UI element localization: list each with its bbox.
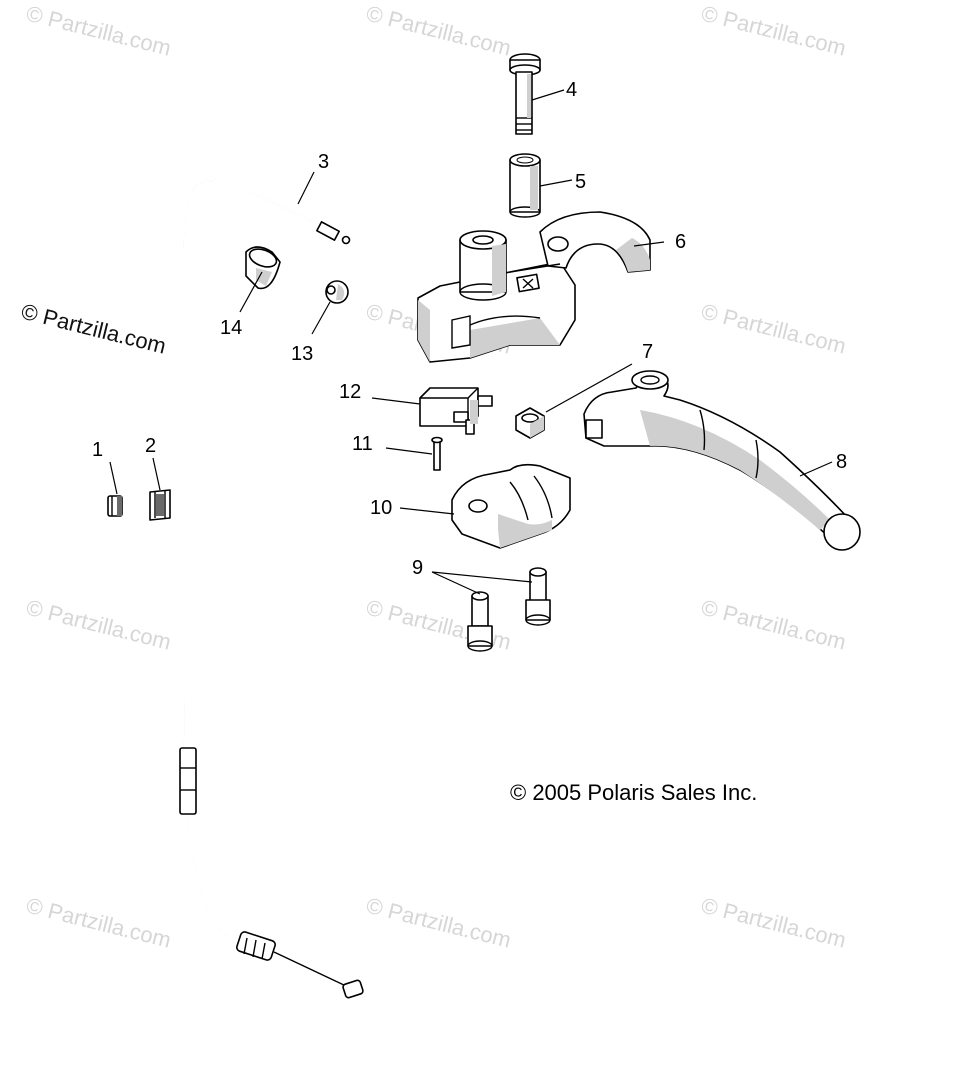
watermark: © Partzilla.com xyxy=(364,893,514,953)
watermark: © Partzilla.com xyxy=(699,1,849,61)
part-14-sleeve xyxy=(245,246,281,290)
callout-3: 3 xyxy=(318,151,329,173)
callout-13: 13 xyxy=(291,343,313,365)
part-11-screw xyxy=(431,436,443,471)
leader-lines xyxy=(109,89,833,595)
watermark: © Partzilla.com xyxy=(699,893,849,953)
watermark: © Partzilla.com xyxy=(24,893,174,953)
part-2-clip xyxy=(149,489,171,521)
callout-1: 1 xyxy=(92,439,103,461)
callout-4: 4 xyxy=(566,79,577,101)
part-1-clip xyxy=(107,495,123,517)
callout-11: 11 xyxy=(352,433,373,455)
callout-numbers: 1 2 3 4 5 6 7 8 9 10 11 12 13 14 xyxy=(92,79,847,579)
watermark: © Partzilla.com xyxy=(699,299,849,359)
callout-12: 12 xyxy=(339,381,361,403)
part-5-bushing xyxy=(509,153,541,218)
callout-5: 5 xyxy=(575,171,586,193)
watermark: © Partzilla.com xyxy=(364,1,514,61)
watermark: © Partzilla.com xyxy=(24,1,174,61)
part-4-bolt xyxy=(509,53,541,135)
side-watermark: © Partzilla.com xyxy=(19,299,169,359)
part-10-clamp xyxy=(451,463,571,549)
watermark: © Partzilla.com xyxy=(699,595,849,655)
callout-8: 8 xyxy=(836,451,847,473)
part-9-screws xyxy=(467,567,551,652)
watermark-layer: © Partzilla.com © Partzilla.com © Partzi… xyxy=(24,1,849,953)
part-8-brake-lever xyxy=(583,370,861,551)
callout-9: 9 xyxy=(412,557,423,579)
callout-7: 7 xyxy=(642,341,653,363)
part-12-switch xyxy=(419,387,493,435)
copyright-notice: © 2005 Polaris Sales Inc. xyxy=(510,780,757,805)
part-13-cable-end xyxy=(325,280,349,304)
callout-2: 2 xyxy=(145,435,156,457)
callout-6: 6 xyxy=(675,231,686,253)
callout-10: 10 xyxy=(370,497,392,519)
part-3-throttle-cable xyxy=(179,179,364,999)
callout-14: 14 xyxy=(220,317,242,339)
watermark: © Partzilla.com xyxy=(24,595,174,655)
part-6-lever-housing xyxy=(417,211,651,363)
part-7-nut xyxy=(515,407,545,439)
